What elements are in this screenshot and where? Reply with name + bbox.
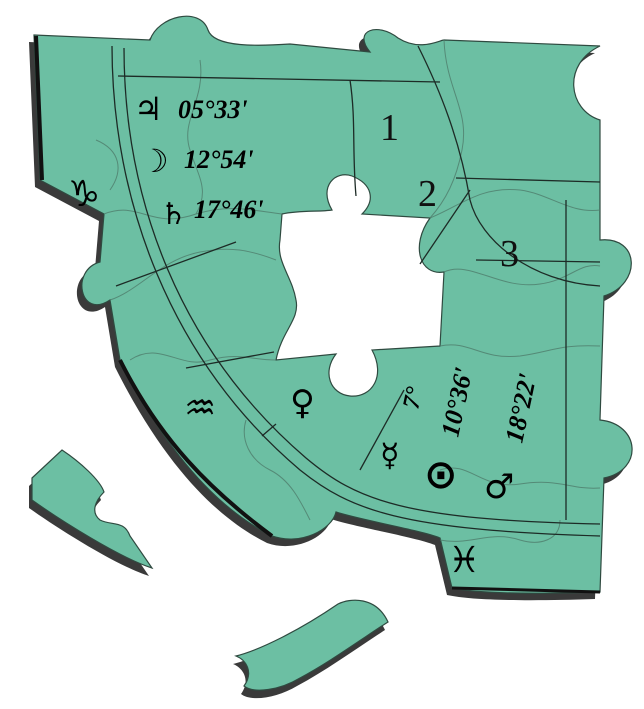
capricorn-sign-icon: ♑	[68, 174, 100, 215]
sun-icon: ⊙	[424, 452, 458, 498]
loose-piece-left	[32, 450, 152, 568]
venus-icon: ♀	[290, 383, 315, 423]
saturn-icon: ♄	[160, 197, 187, 232]
mars-icon: ♂	[484, 467, 514, 507]
jupiter-degree: 05°33'	[178, 95, 248, 124]
saturn-degree: 17°46'	[194, 195, 264, 224]
house-number-2: 2	[418, 173, 437, 215]
jupiter-icon: ♃	[134, 90, 163, 128]
pisces-sign-icon: ♓	[448, 540, 480, 581]
mercury-icon: ☿	[380, 436, 400, 474]
house-number-3: 3	[500, 233, 519, 275]
aquarius-sign-icon: ♒	[184, 388, 216, 429]
moon-icon: ☽	[140, 142, 169, 180]
moon-degree: 12°54'	[184, 145, 254, 174]
house-number-1: 1	[380, 107, 399, 149]
puzzle-body	[34, 16, 632, 593]
